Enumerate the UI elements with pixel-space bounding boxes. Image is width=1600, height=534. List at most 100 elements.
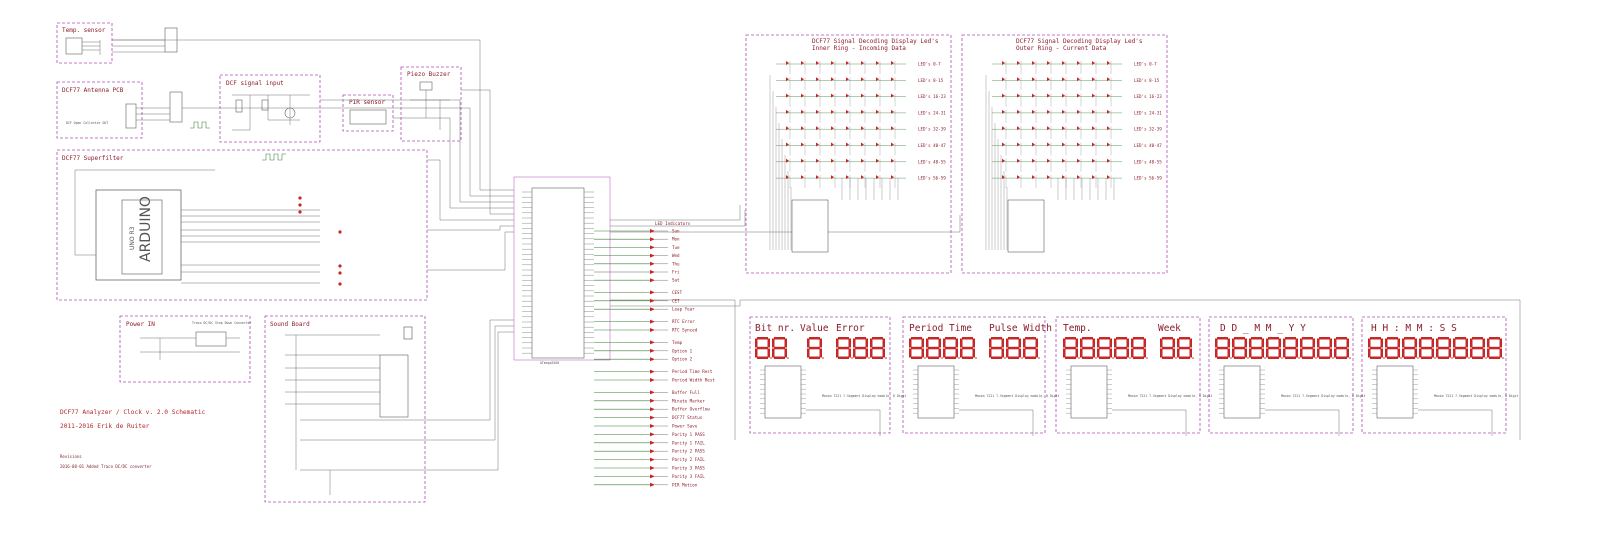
power-block: Power IN Traco DC/DC Step Down Converter [119,315,252,383]
seven-seg-digit [1080,337,1097,359]
matrix-led-icon [1107,142,1110,147]
matrix-led-icon [1107,77,1110,82]
matrix-led-icon [891,158,894,163]
seven-seg-digit [1419,337,1436,359]
led-indicator-label: Minute Marker [672,398,705,403]
led-icon [650,482,655,487]
led-matrix-inner: DCF77 Signal Decoding Display Led's Inne… [745,34,952,274]
led-indicator-item: Parity 2 FAIL [594,457,705,462]
matrix-led-icon [1062,142,1065,147]
display-2-chip-note: Maxim 7221 7-Segment Display module, 8 D… [975,394,1060,398]
matrix-led-icon [891,77,894,82]
led-indicator-item: Period Time Rest [594,369,713,374]
led-icon [650,449,655,454]
matrix-led-icon [1077,126,1080,131]
led-indicator-item: RTC Error [594,319,695,324]
seven-seg-digit [1177,337,1194,359]
matrix-led-icon [891,93,894,98]
max7221-chip [760,365,881,436]
led-indicator-item: Temp [594,340,683,345]
matrix-led-icon [816,175,819,180]
matrix-led-icon [1002,175,1005,180]
matrix-led-icon [1047,175,1050,180]
seven-seg-digit [870,337,887,359]
matrix-row-label: LED's 0-7 [918,62,941,67]
led-icon [650,229,655,233]
seven-seg-digit [1114,337,1131,359]
display-1-label-error: Error [836,323,865,334]
matrix-led-icon [1032,93,1035,98]
led-icon [650,340,655,345]
seven-seg-digit [1097,337,1114,359]
title-block: DCF77 Analyzer / Clock v. 2.0 Schematic … [60,409,206,469]
matrix-led-icon [831,93,834,98]
power-title: Power IN [126,321,155,328]
superfilter-title: DCF77 Superfilter [62,155,124,162]
led-indicator-label: Power Save [672,424,698,429]
led-indicator-label: Sun [672,229,680,234]
matrix-led-icon [1062,77,1065,82]
matrix-led-icon [831,61,834,65]
led-icon [650,253,655,258]
led-indicator-item: Leap Year [594,307,695,312]
matrix-led-icon [846,142,849,147]
matrix-led-icon [861,142,864,147]
led-indicator-item: Option 2 [594,357,693,362]
matrix-outer-title: DCF77 Signal Decoding Display Led's [1016,38,1143,45]
matrix-row-label: LED's 48-55 [918,159,946,164]
led-icon [650,474,655,479]
matrix-led-icon [786,158,789,163]
matrix-led-icon [1017,142,1020,147]
matrix-led-icon [786,77,789,82]
matrix-led-icon [876,109,879,114]
matrix-led-icon [846,175,849,180]
led-icon [650,237,655,242]
led-indicator-item: Power Save [594,424,698,429]
matrix-led-icon [1047,61,1050,65]
matrix-led-icon [786,126,789,131]
superfilter-block: DCF77 Superfilter Arduino UNO with Super… [56,149,428,301]
led-icon [650,440,655,445]
led-indicator-label: Leap Year [672,307,695,312]
led-indicator-label: Period Time Rest [672,369,713,374]
seven-seg-digit [1063,337,1080,359]
matrix-led-icon [1047,77,1050,82]
arduino-logo-text: ARDUINO [138,196,154,262]
seven-seg-digit [1334,337,1351,359]
led-indicator-label: Fri [672,270,680,275]
matrix-led-icon [876,61,879,65]
matrix-led-icon [1092,93,1095,98]
led-icon [650,357,655,362]
matrix-led-icon [786,142,789,147]
antenna-note: DCF Open Collector OUT [66,121,108,125]
display-3-chip-note: Maxim 7221 7-Segment Display module, 8 D… [1128,394,1213,398]
seven-seg-digit [853,337,870,359]
led-indicator-item: Parity 1 FAIL [594,440,705,445]
max7221-chip [1372,365,1493,436]
led-indicator-item: CET [594,298,680,303]
dcf-input-block: DCF signal input [190,74,321,143]
led-indicator-item: Wed [594,253,680,258]
led-matrix-outer: DCF77 Signal Decoding Display Led's Oute… [961,34,1168,274]
matrix-row-label: LED's 32-39 [1134,127,1162,132]
matrix-led-icon [816,158,819,163]
led-icon [650,457,655,462]
matrix-led-icon [891,109,894,114]
display-3-label-temp: Temp. [1063,323,1092,334]
seven-seg-digit [836,337,853,359]
antenna-block: DCF77 Antenna PCB DCF Open Collector OUT [56,81,183,139]
matrix-led-icon [1047,109,1050,114]
matrix-row-label: LED's 32-39 [918,127,946,132]
matrix-row-label: LED's 56-59 [918,176,946,181]
matrix-led-icon [1092,175,1095,180]
seven-seg-digit [1470,337,1487,359]
matrix-led-icon [1092,77,1095,82]
matrix-row-label: LED's 0-7 [1134,62,1157,67]
led-icon [650,348,655,353]
matrix-led-icon [831,158,834,163]
led-indicator-label: Buffer Full [672,390,700,395]
seven-seg-digit [1232,337,1249,359]
matrix-row-label: LED's 24-31 [1134,110,1162,115]
matrix-led-icon [1047,126,1050,131]
led-icon [650,432,655,437]
